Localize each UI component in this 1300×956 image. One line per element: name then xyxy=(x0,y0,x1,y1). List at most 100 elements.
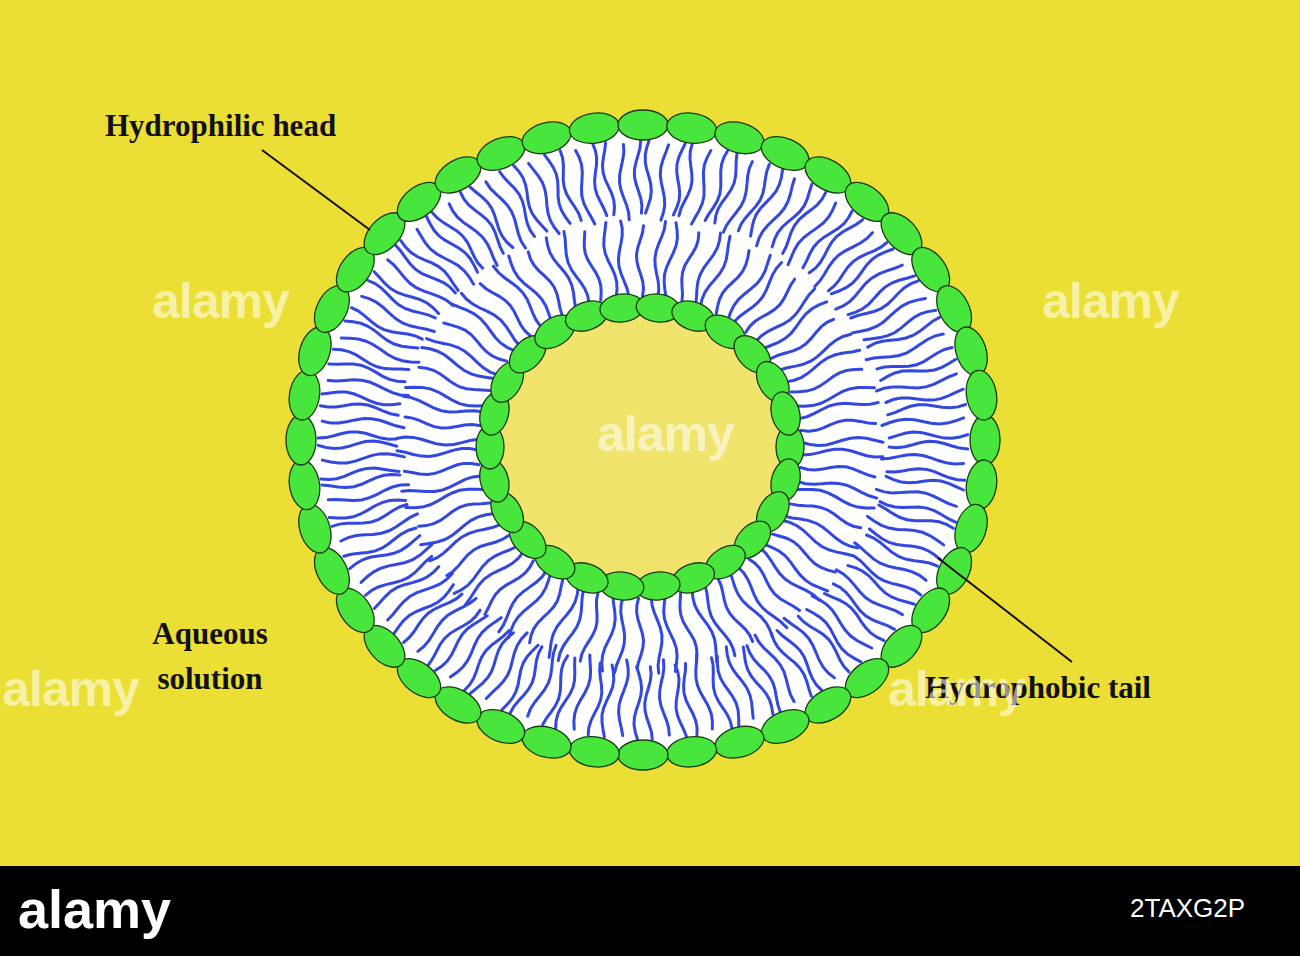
tail-stroke xyxy=(812,596,872,648)
tail-stroke xyxy=(684,663,698,735)
head-ellipse xyxy=(665,734,718,770)
tail-stroke xyxy=(329,364,405,382)
tail-stroke xyxy=(886,476,963,490)
tail-stroke xyxy=(404,594,462,643)
tail-stroke xyxy=(421,513,495,544)
tail-stroke xyxy=(868,317,940,347)
tail-stroke xyxy=(763,302,827,349)
head-ellipse xyxy=(286,368,323,422)
head-ellipse xyxy=(963,368,1000,422)
head-ellipse xyxy=(970,415,1000,465)
tail-stroke xyxy=(679,144,692,215)
tail-stroke xyxy=(877,374,957,391)
bilayer-region xyxy=(301,125,985,755)
tail-stroke xyxy=(618,221,628,296)
tail-stroke xyxy=(696,233,721,305)
tail-stroke xyxy=(321,468,399,480)
tail-stroke xyxy=(802,437,883,445)
head-ellipse xyxy=(568,734,621,770)
tail-stroke xyxy=(341,338,419,362)
tail-stroke xyxy=(801,420,876,431)
tail-stroke xyxy=(801,467,875,478)
tail-stroke xyxy=(851,281,919,318)
tail-stroke xyxy=(397,437,478,445)
head-ellipse xyxy=(286,415,316,465)
tail-stroke xyxy=(374,567,438,609)
tail-stroke xyxy=(329,500,406,518)
head-ellipse xyxy=(293,500,337,557)
tail-stroke xyxy=(405,417,480,428)
head-ellipse xyxy=(618,110,668,140)
tail-stroke xyxy=(882,454,964,464)
tail-stroke xyxy=(428,610,480,665)
tail-stroke xyxy=(604,222,617,297)
image-id: 2TAXG2P xyxy=(1130,893,1245,924)
tail-stroke xyxy=(322,419,404,428)
part-label: Hydrophilic head xyxy=(105,108,336,144)
tail-stroke xyxy=(574,655,591,729)
tail-stroke xyxy=(780,334,851,370)
tail-stroke xyxy=(404,463,479,474)
watermark: alamy xyxy=(888,660,1025,718)
tail-stroke xyxy=(696,655,713,729)
tail-stroke xyxy=(803,211,852,268)
tail-stroke xyxy=(615,597,625,672)
tail-stroke xyxy=(723,162,752,233)
tail-stroke xyxy=(549,587,578,658)
tail-stroke xyxy=(560,151,581,221)
tail-stroke xyxy=(864,310,936,340)
tail-stroke xyxy=(664,223,677,298)
tail-stroke xyxy=(854,556,921,595)
watermark: alamy xyxy=(597,405,734,463)
tail-stroke xyxy=(882,418,964,426)
tail-stroke xyxy=(772,634,812,697)
tail-stroke xyxy=(760,548,819,600)
tail-stroke xyxy=(397,449,478,457)
tail-stroke xyxy=(514,166,547,232)
tail-stroke xyxy=(877,348,952,369)
head-ellipse xyxy=(286,458,323,512)
hydrophobic-tails xyxy=(318,141,968,740)
tail-stroke xyxy=(782,520,853,556)
tail-stroke xyxy=(730,573,772,638)
watermark: alamy xyxy=(2,660,139,718)
tail-stroke xyxy=(637,598,644,668)
head-ellipse xyxy=(519,117,575,159)
tail-stroke xyxy=(700,236,730,306)
tail-stroke xyxy=(645,141,651,213)
tail-stroke xyxy=(454,546,517,593)
tail-stroke xyxy=(712,658,732,728)
head-ellipse xyxy=(711,721,767,763)
head-ellipse xyxy=(963,458,1000,512)
tail-stroke xyxy=(361,544,432,582)
tail-stroke xyxy=(602,596,615,671)
tail-stroke xyxy=(485,561,533,615)
tail-stroke xyxy=(660,145,668,220)
tail-stroke xyxy=(848,566,915,605)
tail-stroke xyxy=(465,631,510,691)
tail-stroke xyxy=(576,151,595,225)
tail-stroke xyxy=(828,243,887,291)
tail-stroke xyxy=(470,187,513,248)
tail-stroke xyxy=(783,193,826,254)
tail-stroke xyxy=(799,403,878,419)
background xyxy=(0,0,1300,866)
tail-stroke xyxy=(368,281,435,318)
watermark: alamy xyxy=(152,272,289,330)
tail-stroke xyxy=(680,593,697,662)
leader-line xyxy=(262,150,370,230)
tail-stroke xyxy=(394,585,453,633)
tail-stroke xyxy=(716,251,749,314)
tail-stroke xyxy=(619,660,629,736)
tail-stroke xyxy=(664,596,677,671)
tail-stroke xyxy=(318,441,397,449)
tail-stroke xyxy=(509,256,551,321)
tail-stroke xyxy=(771,319,833,358)
tail-stroke xyxy=(815,233,873,287)
head-ellipse xyxy=(568,110,621,146)
tail-stroke xyxy=(509,573,551,638)
watermark-logo: alamy xyxy=(18,878,171,940)
aqueous-core xyxy=(490,307,790,587)
tail-stroke xyxy=(869,529,940,560)
